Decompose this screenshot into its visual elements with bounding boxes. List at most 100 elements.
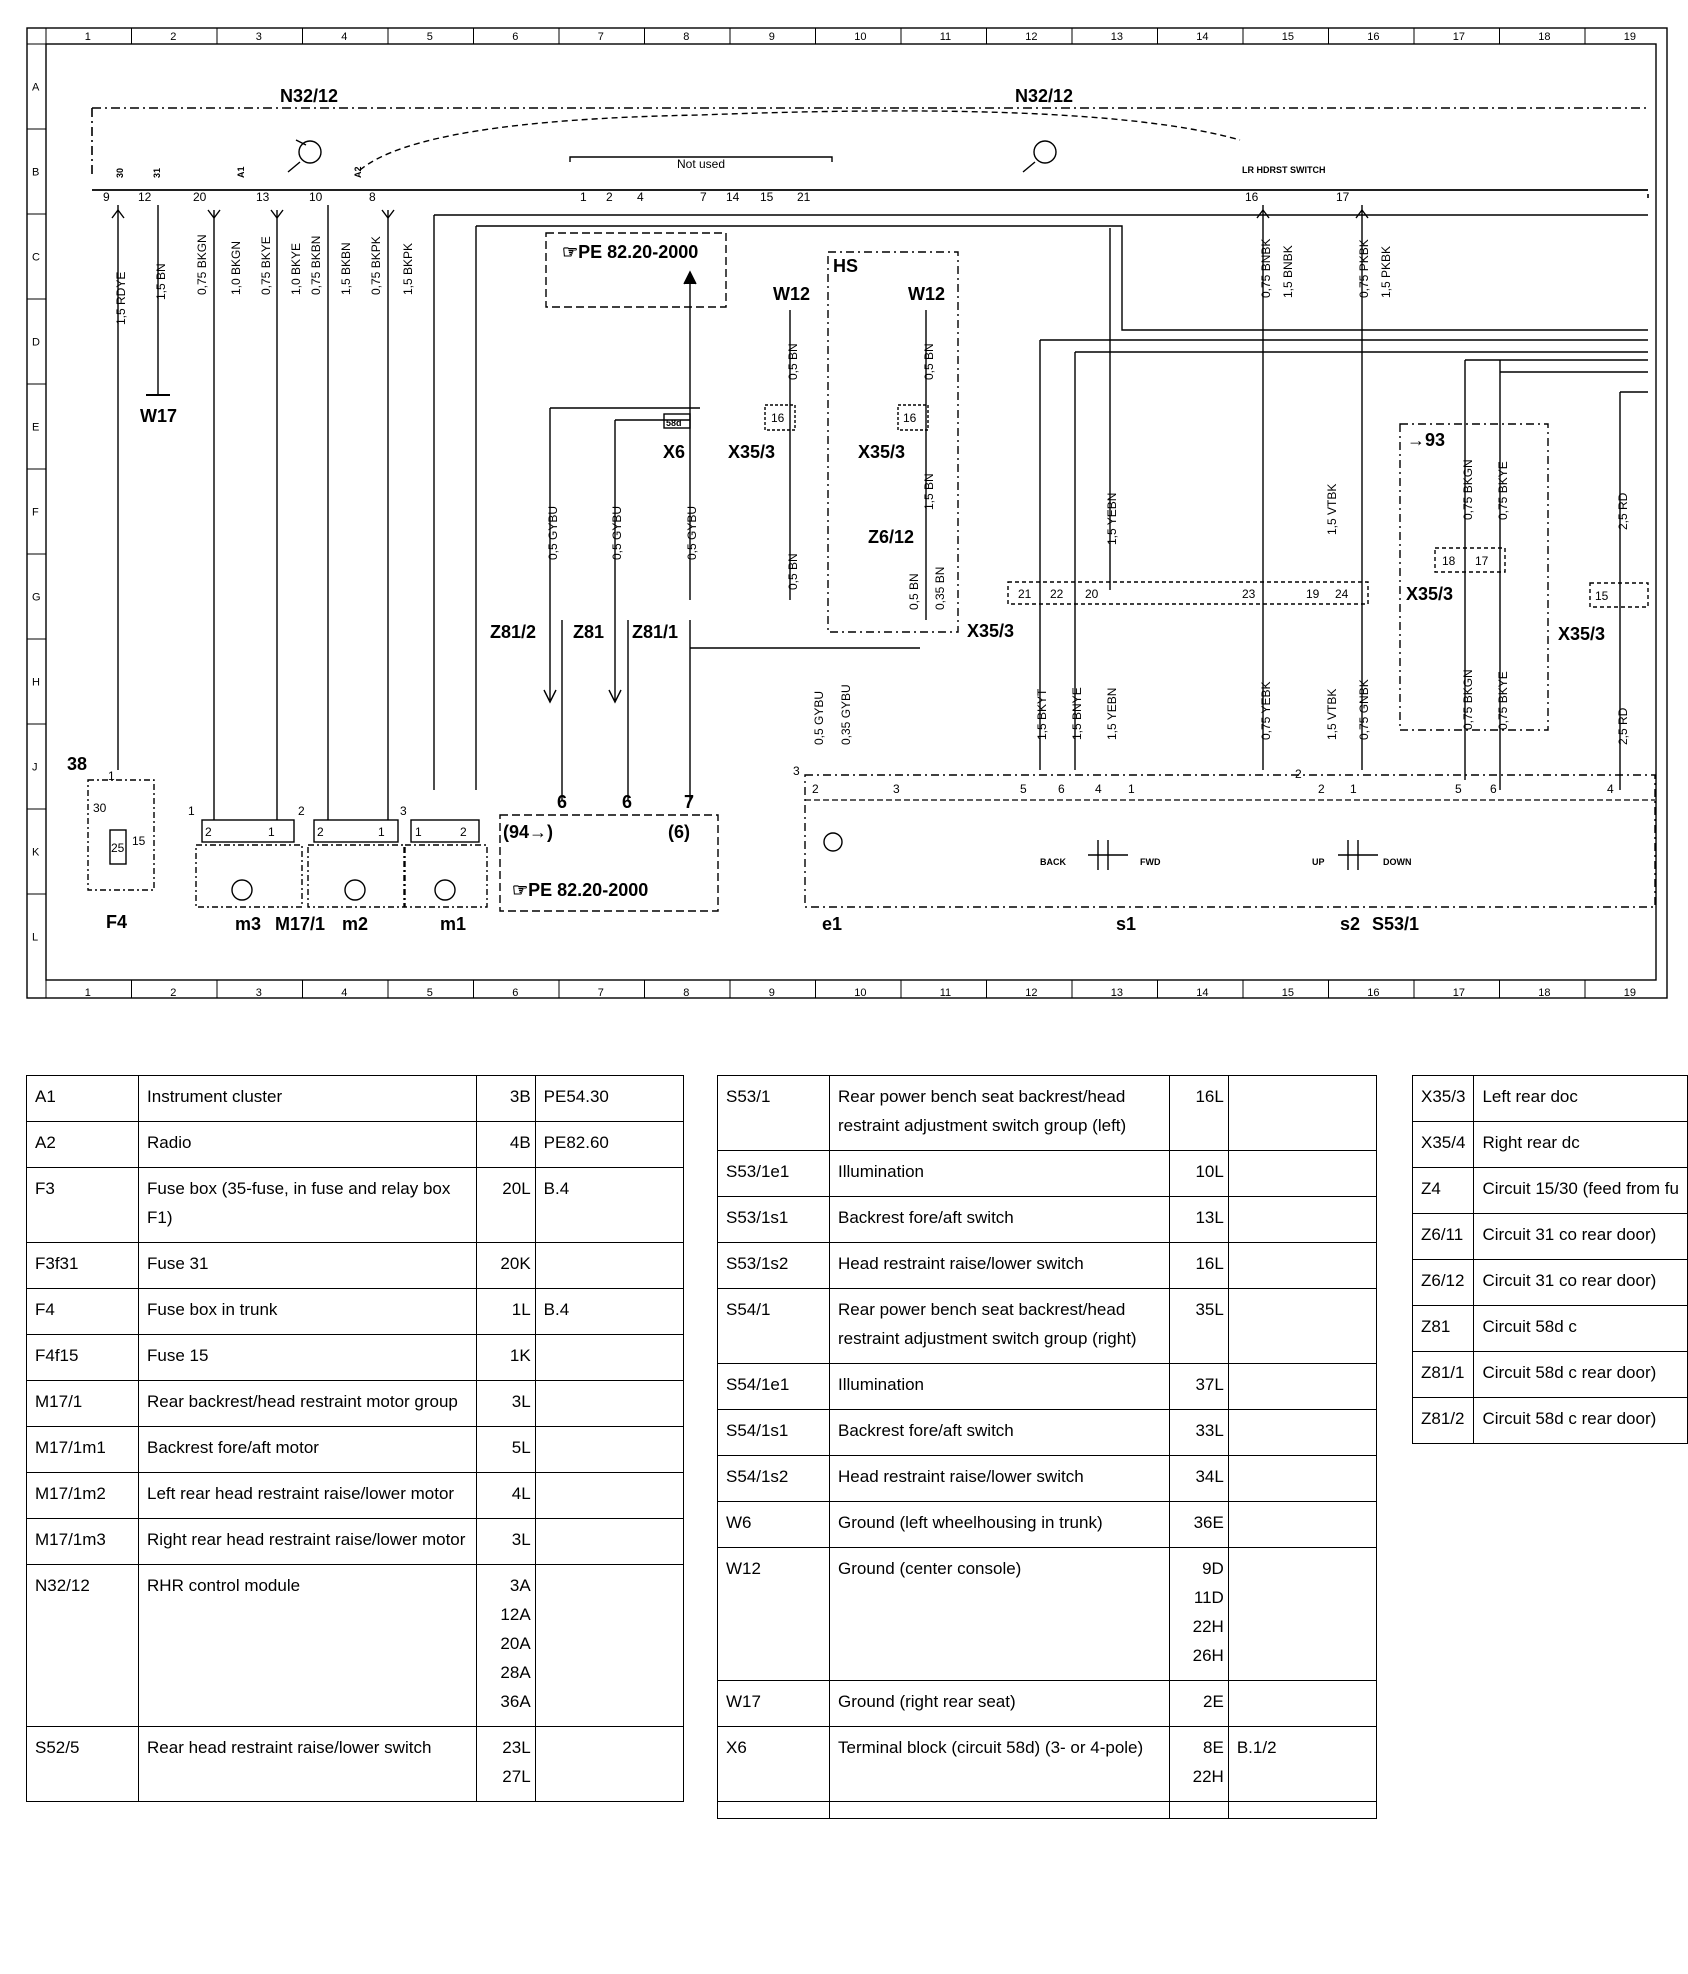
m3-pin-2: 2 xyxy=(205,825,212,839)
s53-pin-1: 1 xyxy=(1128,782,1135,796)
legend-desc: Head restraint raise/lower switch xyxy=(829,1455,1171,1502)
s53-pin-6: 6 xyxy=(1058,782,1065,796)
x35-pin-20: 20 xyxy=(1085,587,1099,601)
transistor-icon xyxy=(298,140,322,164)
legend-code: Z6/11 xyxy=(1411,1213,1475,1260)
legend-ref: PE82.60 xyxy=(534,1121,685,1168)
fuse-pin-1: 1 xyxy=(108,769,115,783)
z81-label: Z81 xyxy=(573,622,604,642)
pin-7: 7 xyxy=(700,190,707,204)
legend-desc: Rear power bench seat backrest/head rest… xyxy=(829,1075,1171,1151)
not-used-bracket xyxy=(569,156,833,162)
legend-desc: Left rear head restraint raise/lower mot… xyxy=(138,1472,478,1519)
legend-code: F3f31 xyxy=(25,1242,140,1289)
wire-label-gybu035: 0,35 GYBU xyxy=(839,684,853,745)
column-number: 12 xyxy=(1025,987,1037,999)
ref-6: (6) xyxy=(668,822,690,842)
legend-desc: RHR control module xyxy=(138,1564,478,1727)
legend-code: M17/1m1 xyxy=(25,1426,140,1473)
row-letter: G xyxy=(32,592,41,604)
wire-label-pkbk-alt: 1,5 PKBK xyxy=(1379,246,1393,298)
pin-10: 10 xyxy=(309,190,323,204)
hs-label: HS xyxy=(833,256,858,276)
legend-loc: 16L xyxy=(1169,1075,1229,1151)
pin-16: 16 xyxy=(1245,190,1259,204)
legend-ref xyxy=(1227,1150,1378,1197)
pin-21: 21 xyxy=(797,190,811,204)
column-ruler: 1122334455667788991010111112121313141415… xyxy=(45,28,1636,999)
legend-code: A1 xyxy=(25,1075,140,1122)
column-number: 11 xyxy=(940,987,951,999)
f4-label: F4 xyxy=(106,912,127,932)
legend-ref xyxy=(534,1518,685,1565)
legend-code: F4f15 xyxy=(25,1334,140,1381)
x35-3-label-c: X35/3 xyxy=(967,621,1014,641)
z6-12-label: Z6/12 xyxy=(868,527,914,547)
back-label: BACK xyxy=(1040,857,1066,867)
legend-loc: 37L xyxy=(1169,1363,1229,1410)
wire-label-rd-a: 2,5 RD xyxy=(1616,492,1630,530)
pin-2: 2 xyxy=(606,190,613,204)
wire-label-bnbk: 0,75 BNBK xyxy=(1259,239,1273,298)
legend-ref xyxy=(534,1472,685,1519)
legend-desc: Terminal block (circuit 58d) (3- or 4-po… xyxy=(829,1726,1171,1802)
lamp-icon xyxy=(823,832,843,852)
num-6b: 6 xyxy=(622,792,632,812)
legend-code: W17 xyxy=(716,1680,831,1727)
motor-group-num-2: 2 xyxy=(298,804,305,818)
legend-desc xyxy=(829,1801,1171,1819)
column-number: 11 xyxy=(940,31,951,43)
pin-15: 15 xyxy=(760,190,774,204)
conn-a2: A2 xyxy=(353,166,363,178)
f4-fuse-box xyxy=(87,779,155,891)
legend-loc: 36E xyxy=(1169,1501,1229,1548)
row-letter: D xyxy=(32,337,40,349)
wire-label-rd-b: 2,5 RD xyxy=(1616,707,1630,745)
column-number: 15 xyxy=(1282,31,1294,43)
column-number: 3 xyxy=(256,987,262,999)
legend-loc: 1K xyxy=(476,1334,536,1381)
wire-label-bkbn-alt: 1,5 BKBN xyxy=(339,242,353,295)
s53-pin-1b: 1 xyxy=(1350,782,1357,796)
wire-label-bn05-a: 0,5 BN xyxy=(786,343,800,380)
motor-group-num-3: 3 xyxy=(400,804,407,818)
ref93-box xyxy=(1399,423,1549,731)
x35-pin-19: 19 xyxy=(1306,587,1320,601)
s2-label: s2 xyxy=(1340,914,1360,934)
column-number: 19 xyxy=(1624,31,1636,43)
legend-desc: Circuit 58d c rear door) xyxy=(1473,1397,1688,1444)
wire-label-bkpk-alt: 1,5 BKPK xyxy=(401,243,415,295)
legend-ref xyxy=(1227,1075,1378,1151)
legend-desc: Ground (left wheelhousing in trunk) xyxy=(829,1501,1171,1548)
column-number: 9 xyxy=(769,31,775,43)
pe-ref-box-top xyxy=(545,232,727,308)
column-number: 3 xyxy=(256,31,262,43)
legend-desc: Circuit 31 co rear door) xyxy=(1473,1213,1688,1260)
legend-code: S54/1 xyxy=(716,1288,831,1364)
wire-label-gybu-1: 0,5 GYBU xyxy=(546,506,560,560)
column-number: 10 xyxy=(854,987,866,999)
legend-desc: Radio xyxy=(138,1121,478,1168)
legend-code: X6 xyxy=(716,1726,831,1802)
legend-desc: Instrument cluster xyxy=(138,1075,478,1122)
legend-loc: 3L xyxy=(476,1380,536,1427)
wire-label-yebn-b: 1,5 YEBN xyxy=(1105,688,1119,740)
legend-ref xyxy=(534,1564,685,1727)
fuse-pin-25: 25 xyxy=(111,841,125,855)
column-number: 5 xyxy=(427,987,433,999)
legend-desc: Circuit 58d c xyxy=(1473,1305,1688,1352)
